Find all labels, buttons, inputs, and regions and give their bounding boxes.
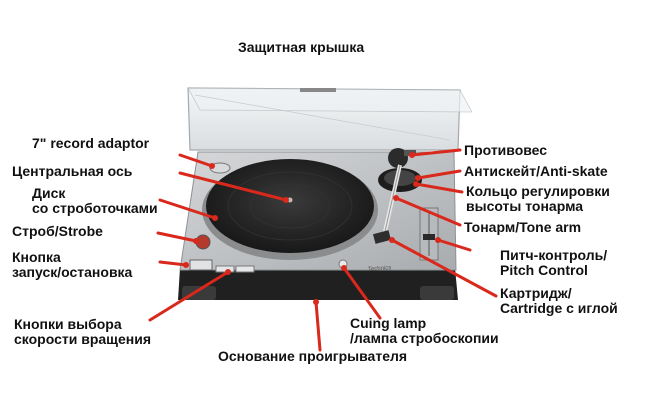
arrow-adaptor [178, 153, 214, 168]
label-height-line1: Кольцо регулировки [466, 183, 610, 199]
dust-cover [187, 87, 473, 151]
start-stop-button [189, 259, 213, 271]
label-pitch: Питч-контроль/ Pitch Control [500, 248, 607, 278]
label-platter: Диск со строботочками [32, 186, 158, 216]
label-platter-line1: Диск [32, 185, 66, 201]
arrow-tonearm [394, 196, 462, 227]
label-strobe: Строб/Strobe [12, 223, 103, 239]
label-adaptor: 7" record adaptor [32, 135, 150, 151]
label-pitch-line2: Pitch Control [500, 262, 588, 278]
arrow-speed [148, 270, 230, 322]
label-height: Кольцо регулировки высоты тонарма [466, 184, 610, 214]
brand-logo: Technics [367, 265, 392, 273]
label-height-line2: высоты тонарма [466, 198, 584, 214]
speed-button-33 [215, 265, 235, 273]
label-antiskate: Антискейт/Anti-skate [464, 163, 608, 179]
arrow-base [314, 300, 322, 352]
label-base: Основание проигрывателя [218, 348, 408, 364]
arrow-height [414, 182, 464, 194]
label-tonearm: Тонарм/Tone arm [464, 219, 582, 235]
label-cartridge: Картридж/ Cartridge с иглой [500, 286, 618, 316]
foot-right [420, 286, 454, 300]
arrow-cartridge [390, 238, 498, 298]
label-startstop-line1: Кнопка [12, 249, 61, 265]
label-speed-line2: скорости вращения [14, 331, 151, 347]
label-cuing-line2: /лампа стробоскопии [350, 330, 499, 346]
label-startstop: Кнопка запуск/остановка [12, 250, 132, 280]
counterweight [388, 148, 408, 168]
label-cartridge-line2: Cartridge с иглой [500, 300, 618, 316]
arrow-startstop [158, 260, 188, 267]
arrow-antiskate [416, 169, 462, 180]
spindle-marker [287, 197, 293, 203]
arrow-pitch [436, 238, 472, 252]
label-platter-line2: со строботочками [32, 200, 158, 216]
cartridge [372, 230, 392, 244]
platter [202, 159, 378, 260]
label-spindle: Центральная ось [12, 163, 133, 179]
arrow-heads [183, 152, 441, 305]
speed-button-45 [235, 265, 255, 273]
arrow-strobe [156, 231, 198, 243]
arrow-platter [158, 198, 217, 220]
height-ring [384, 170, 416, 186]
label-startstop-line2: запуск/остановка [12, 264, 133, 280]
annotation-arrows [148, 148, 498, 352]
label-cuing-line1: Cuing lamp [350, 315, 427, 331]
label-cartridge-line1: Картридж/ [500, 285, 572, 301]
label-lid: Защитная крышка [238, 39, 365, 55]
label-speed-line1: Кнопки выбора [14, 316, 122, 332]
label-pitch-line1: Питч-контроль/ [500, 247, 608, 263]
tonearm-assembly [372, 148, 422, 244]
label-cuing: Cuing lamp /лампа стробоскопии [350, 316, 499, 346]
label-counterweight: Противовес [464, 142, 548, 158]
label-speed: Кнопки выбора скорости вращения [14, 317, 151, 347]
arrow-counterweight [410, 148, 462, 157]
arrow-cuing [342, 266, 382, 320]
arrow-spindle [178, 171, 288, 202]
turntable-base [178, 268, 458, 300]
